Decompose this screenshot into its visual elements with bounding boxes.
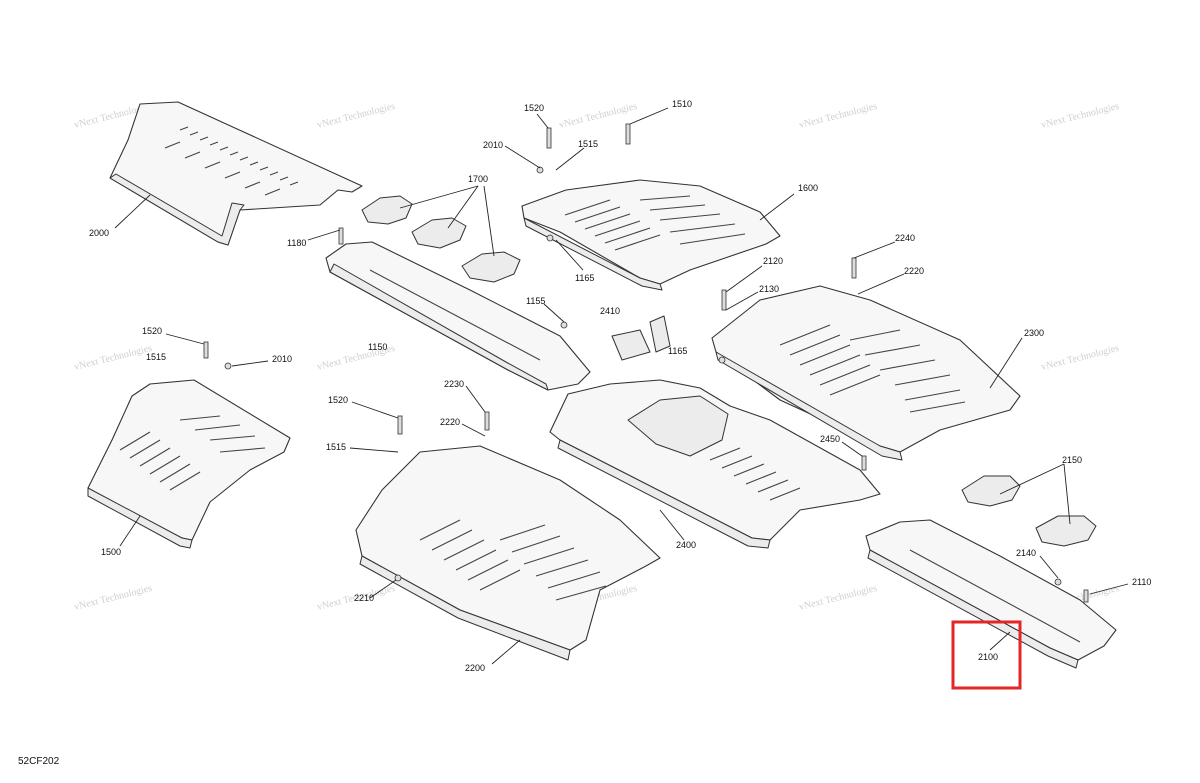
callout-1180[interactable]: 1180 bbox=[287, 238, 306, 248]
callout-2140[interactable]: 2140 bbox=[1016, 548, 1036, 558]
part-2100-rail[interactable] bbox=[865, 519, 1117, 669]
watermark: vNext Technologies bbox=[798, 101, 878, 131]
callout-1150[interactable]: 1150 bbox=[368, 342, 387, 352]
callout-1515[interactable]: 1515 bbox=[578, 139, 598, 149]
callout-1510[interactable]: 1510 bbox=[672, 99, 692, 109]
callout-2150[interactable]: 2150 bbox=[1062, 455, 1082, 465]
part-2400-panel[interactable] bbox=[549, 379, 881, 549]
part-1500-panel[interactable] bbox=[87, 379, 291, 549]
leader-lines bbox=[114, 107, 1129, 665]
watermark: vNext Technologies bbox=[73, 343, 153, 373]
hardware bbox=[203, 123, 1089, 603]
callout-2110[interactable]: 2110 bbox=[1132, 577, 1151, 587]
callout-2210[interactable]: 2210 bbox=[354, 593, 374, 603]
highlight-box bbox=[951, 620, 1022, 690]
callout-2450[interactable]: 2450 bbox=[820, 434, 840, 444]
callout-2220b[interactable]: 2220 bbox=[440, 417, 460, 427]
callouts: 2000 1520 2010 1515 1510 1700 1600 1180 … bbox=[89, 99, 1151, 673]
callout-1700[interactable]: 1700 bbox=[468, 174, 488, 184]
part-2000-panel[interactable] bbox=[109, 101, 363, 246]
part-2200-panel[interactable] bbox=[355, 445, 661, 661]
callout-2000[interactable]: 2000 bbox=[89, 228, 109, 238]
callout-2120[interactable]: 2120 bbox=[763, 256, 783, 266]
diagram-code: 52CF202 bbox=[18, 756, 60, 767]
part-2410-plates[interactable] bbox=[611, 315, 671, 361]
callout-1165[interactable]: 1165 bbox=[575, 273, 594, 283]
part-2300-panel[interactable] bbox=[711, 285, 1021, 461]
callout-2400[interactable]: 2400 bbox=[676, 540, 696, 550]
callout-1520c[interactable]: 1520 bbox=[328, 395, 348, 405]
callout-1155[interactable]: 1155 bbox=[526, 296, 545, 306]
callout-2220[interactable]: 2220 bbox=[904, 266, 924, 276]
callout-2300[interactable]: 2300 bbox=[1024, 328, 1044, 338]
callout-2100[interactable]: 2100 bbox=[978, 652, 998, 662]
watermark: vNext Technologies bbox=[316, 101, 396, 131]
callout-2410[interactable]: 2410 bbox=[600, 306, 620, 316]
callout-2200[interactable]: 2200 bbox=[465, 663, 485, 673]
callout-2010b[interactable]: 2010 bbox=[272, 354, 292, 364]
callout-1515c[interactable]: 1515 bbox=[326, 442, 346, 452]
part-1700-brackets[interactable] bbox=[361, 195, 521, 283]
callout-1500[interactable]: 1500 bbox=[101, 547, 121, 557]
watermark: vNext Technologies bbox=[798, 583, 878, 613]
callout-2010[interactable]: 2010 bbox=[483, 140, 503, 150]
callout-1600[interactable]: 1600 bbox=[798, 183, 818, 193]
part-1600-panel[interactable] bbox=[521, 179, 781, 291]
callout-2130[interactable]: 2130 bbox=[759, 284, 779, 294]
watermark: vNext Technologies bbox=[1040, 343, 1120, 373]
callout-1520b[interactable]: 1520 bbox=[142, 326, 162, 336]
callout-2230[interactable]: 2230 bbox=[444, 379, 464, 389]
callout-1515b[interactable]: 1515 bbox=[146, 352, 166, 362]
callout-2240[interactable]: 2240 bbox=[895, 233, 915, 243]
callout-1165b[interactable]: 1165 bbox=[668, 346, 687, 356]
part-2150-brackets[interactable] bbox=[961, 475, 1097, 547]
part-1150-rail[interactable] bbox=[325, 241, 591, 391]
watermark: vNext Technologies bbox=[1040, 101, 1120, 131]
callout-1520[interactable]: 1520 bbox=[524, 103, 544, 113]
watermark: vNext Technologies bbox=[73, 583, 153, 613]
